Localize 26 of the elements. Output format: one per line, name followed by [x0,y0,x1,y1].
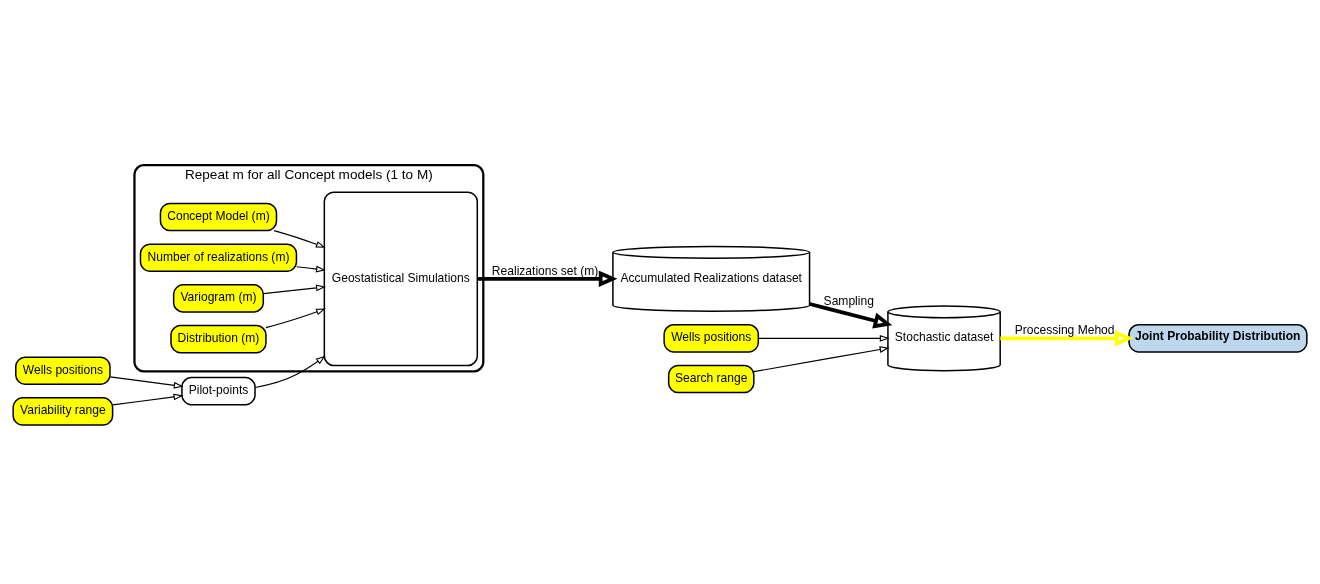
arrow [1000,330,1134,347]
arrow [477,270,618,287]
node-box: Variability range [12,397,114,426]
node-box: Geostatistical Simulations [323,191,479,367]
node-box: Number of realizations (m) [139,243,298,273]
arrow [112,393,184,406]
node-box: Variogram (m) [172,284,265,313]
edge-label: Sampling [823,294,874,309]
arrow [753,346,890,373]
arrow [254,355,326,388]
node-box: Joint Probability Distribution [1128,324,1308,353]
node-box: Concept Model (m) [159,202,278,232]
node-box: Pilot-points [181,376,256,406]
node-box: Distribution (m) [170,324,267,354]
node-box: Search range [667,364,755,394]
arrow [296,265,326,273]
arrow [265,308,326,329]
edge-label: Realizations set (m) [491,263,599,278]
arrow [273,230,326,248]
node-box: Wells positions [663,324,760,353]
node-box: Wells positions [15,356,111,386]
arrow [262,284,326,295]
edge-label: Processing Mehod [1014,323,1115,338]
arrow [109,376,184,389]
arrow [809,302,893,329]
arrow [757,334,890,342]
